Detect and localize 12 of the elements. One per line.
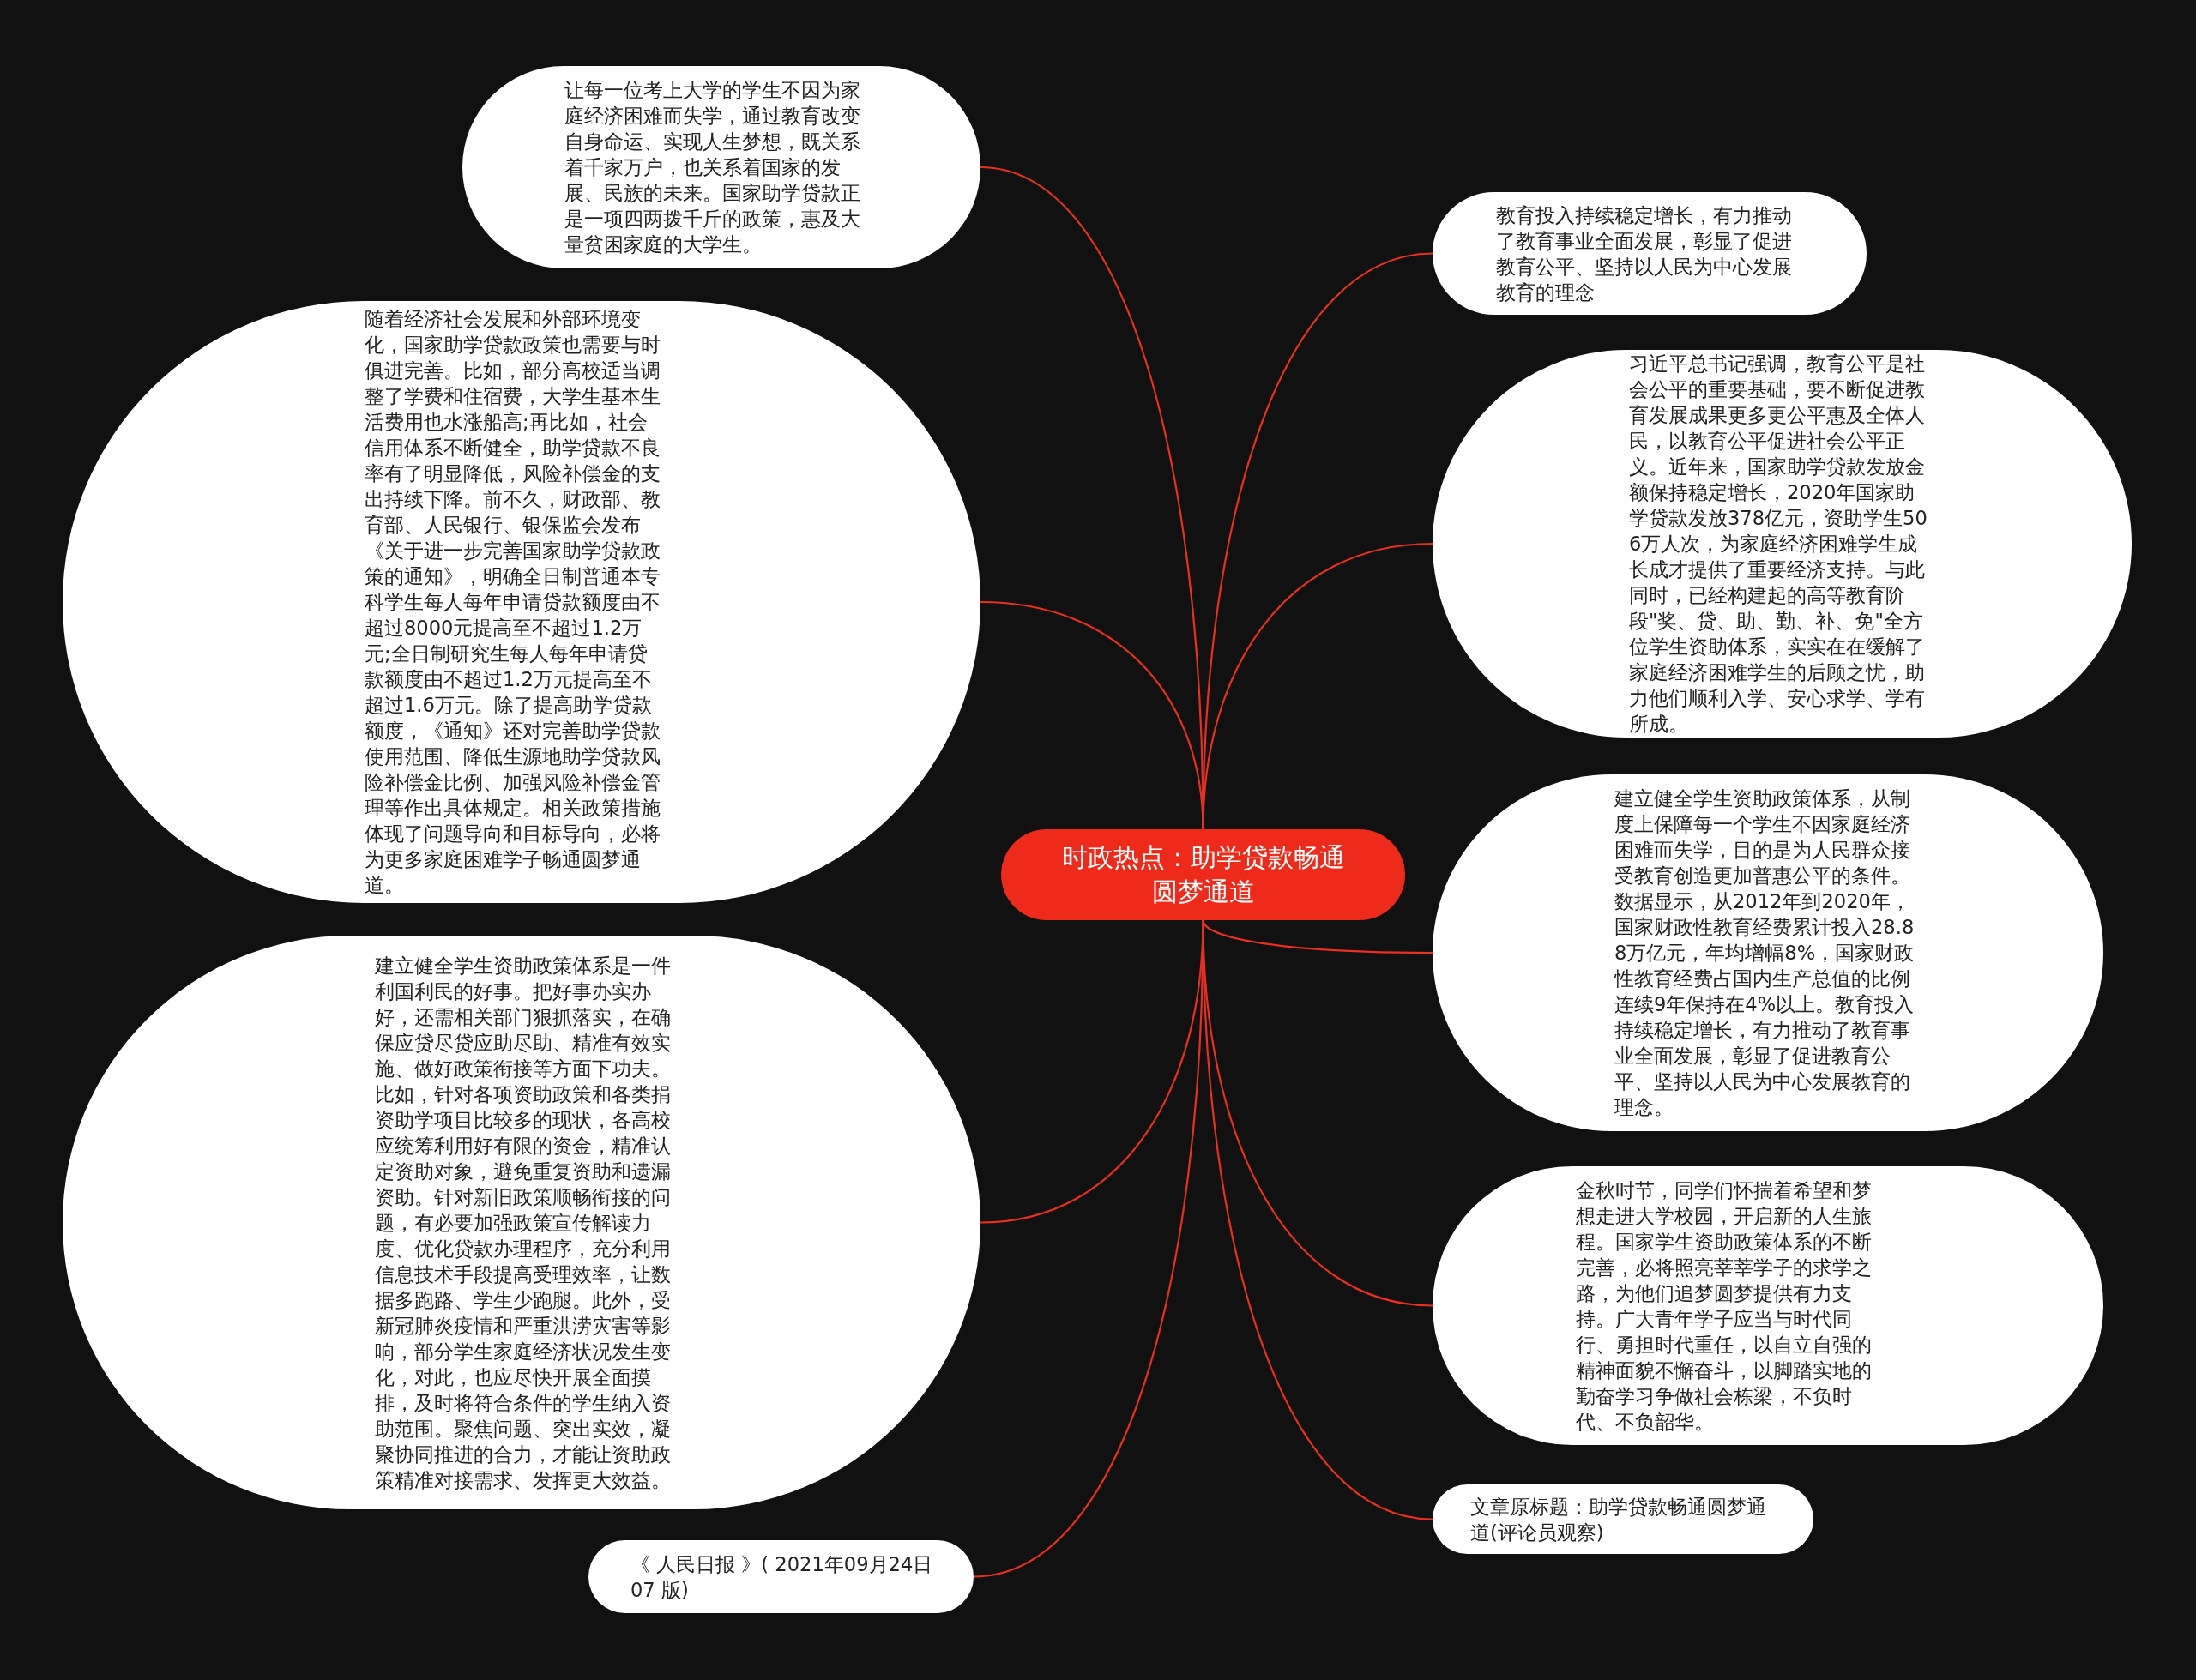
topic-text: 文章原标题：助学贷款畅通圆梦通道(评论员观察) [1470, 1494, 1767, 1545]
topic-text: 教育投入持续稳定增长，有力推动了教育事业全面发展，彰显了促进教育公平、坚持以人民为中心发展教育的理念 [1496, 202, 1793, 305]
topic-title: 时政热点：助学贷款畅通圆梦通道 [1060, 841, 1346, 908]
topic-text: 金秋时节，同学们怀揣着希望和梦想走进大学校园，开启新的人生旅程。国家学生资助政策体系的不断完善，必将照亮莘莘学子的求学之路，为他们追梦圆梦提供有力支持。广大青年学子应当与时代同行、勇担时代重任，以自立自强的精神面貌不懈奋斗，以脚踏实地的勤奋学习争做社会栋梁，不负时代、不负韶华。 [1576, 1177, 1873, 1435]
connector-line [1202, 919, 1433, 1520]
connector-line [1202, 542, 1433, 830]
topic-text: 让每一位考上大学的学生不因为家庭经济困难而失学，通过教育改变自身命运、实现人生梦想，既关系着千家万户，也关系着国家的发展、民族的未来。国家助学贷款正是一项四两拨千斤的政策，惠及大量贫困家庭的大学生。 [564, 78, 861, 257]
topic-text: 随着经济社会发展和外部环境变化，国家助学贷款政策也需要与时俱进完善。比如，部分高校适当调整了学费和住宿费，大学生基本生活费用也水涨船高;再比如，社会信用体系不断健全，助学贷款不良率有了明显降低，风险补偿金的支出持续下降。前不久，财政部、教育部、人民银行、银保监会发布《关于进一步完善国家助学贷款政策的通知》，明确全日制普通本专科学生每人每年申请贷款额度由不超过8000元提高至不超过1.2万元;全日制研究生每人每年申请贷款额度由不超过1.2万元提高至不超过1.6万元。除了提高助学贷款额度，《通知》还对完善助学贷款使用范围、降低生源地助学贷款风险补偿金比例、加强风险补偿金管理等作出具体规定。相关政策措施体现了问题导向和目标导向，必将为更多家庭困难学子畅通圆梦通道。 [365, 307, 661, 898]
topic-text: 建立健全学生资助政策体系，从制度上保障每一个学生不因家庭经济困难而失学，目的是为人民群众接受教育创造更加普惠公平的条件。数据显示，从2012年到2020年，国家财政性教育经费累计投入28.88万亿元，年均增幅8%，国家财政性教育经费占国内生产总值的比例连续9年保持在4%以上。教育投入持续稳定增长，有力推动了教育事业全面发展，彰显了促进教育公平、坚持以人民为中心发展教育的理念。 [1614, 786, 1915, 1120]
topic-text: 建立健全学生资助政策体系是一件利国利民的好事。把好事办实办好，还需相关部门狠抓落实，在确保应贷尽贷应助尽助、精准有效实施、做好政策衔接等方面下功夫。比如，针对各项资助政策和各类捐资助学项目比较多的现状，各高校应统筹利用好有限的资金，精准认定资助对象，避免重复资助和遗漏资助。针对新旧政策顺畅衔接的问题，有必要加强政策宣传解读力度、优化贷款办理程序，充分利用信息技术手段提高受理效率，让数据多跑路、学生少跑腿。此外，受新冠肺炎疫情和严重洪涝灾害等影响，部分学生家庭经济状况发生变化，对此，也应尽快开展全面摸排，及时将符合条件的学生纳入资助范围。聚焦问题、突出实效，凝聚协同推进的合力，才能让资助政策精准对接需求、发挥更大效益。 [375, 953, 672, 1493]
topic-text: 习近平总书记强调，教育公平是社会公平的重要基础，要不断促进教育发展成果更多更公平惠及全体人民，以教育公平促进社会公平正义。近年来，国家助学贷款发放金额保持稳定增长，2020年国家助学贷款发放378亿元，资助学生506万人次，为家庭经济困难学生成长成才提供了重要经济支持。与此同时，已经构建起的高等教育阶段"奖、贷、助、勤、补、免"全方位学生资助体系，实实在在缓解了家庭经济困难学生的后顾之忧，助力他们顺利入学、安心求学、学有所成。 [1629, 352, 1928, 737]
topic-text: 《 人民日报 》( 2021年09月24日 07 版) [630, 1551, 934, 1603]
